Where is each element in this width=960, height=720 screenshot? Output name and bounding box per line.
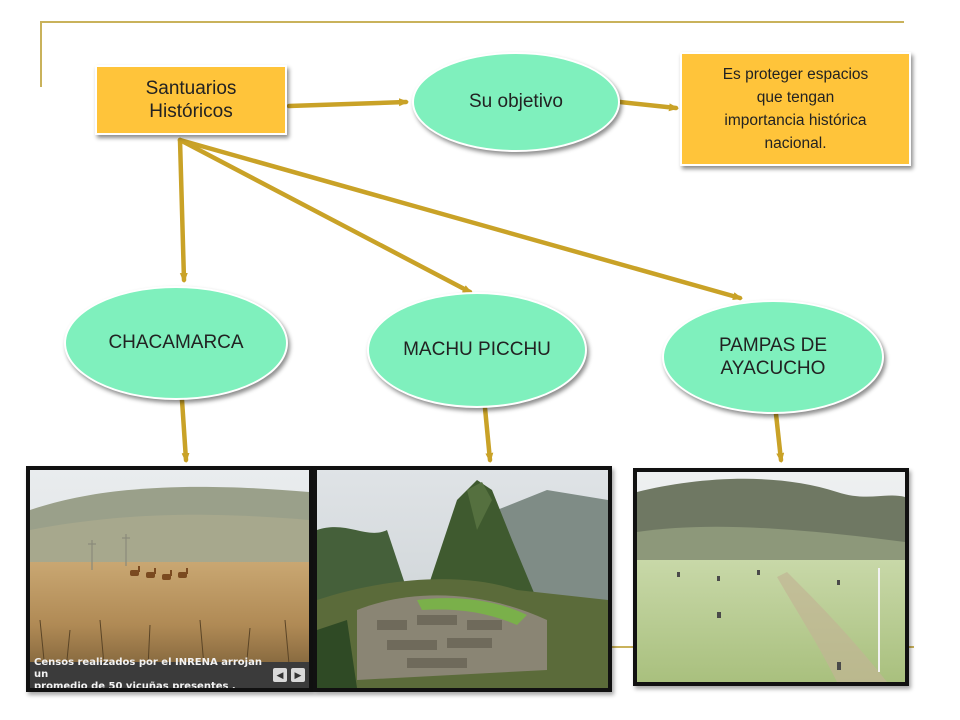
arrow-root-to-ayacucho bbox=[177, 137, 743, 301]
chacamarca-caption-line1: Censos realizados por el INRENA arrojan … bbox=[34, 657, 262, 680]
caption-prev-icon[interactable]: ◀ bbox=[273, 668, 287, 682]
node-machu-picchu: MACHU PICCHU bbox=[367, 292, 587, 408]
caption-next-icon[interactable]: ▶ bbox=[291, 668, 305, 682]
node-machu-picchu-label: MACHU PICCHU bbox=[403, 339, 551, 360]
arrow-root-to-machu-picchu bbox=[177, 137, 473, 295]
photo-chacamarca: Censos realizados por el INRENA arrojan … bbox=[26, 466, 313, 692]
chacamarca-caption-line2: promedio de 50 vicuñas presentes . bbox=[34, 681, 236, 692]
arrow-root-to-objective bbox=[286, 98, 409, 109]
arrow-ayacucho-to-photo bbox=[773, 411, 785, 463]
frame-top-line bbox=[40, 21, 904, 23]
node-definition: Es proteger espacios que tengan importan… bbox=[680, 52, 911, 166]
node-root-line2: Históricos bbox=[149, 101, 233, 122]
arrow-chacamarca-to-photo bbox=[179, 397, 190, 463]
node-su-objetivo: Su objetivo bbox=[412, 52, 620, 152]
node-chacamarca: CHACAMARCA bbox=[64, 286, 288, 400]
node-ayacucho-line2: AYACUCHO bbox=[720, 358, 826, 379]
chacamarca-landscape-image bbox=[30, 470, 309, 688]
pampas-de-ayacucho-image bbox=[637, 472, 905, 682]
chacamarca-caption: Censos realizados por el INRENA arrojan … bbox=[30, 657, 273, 692]
arrow-machu-picchu-to-photo bbox=[482, 405, 494, 463]
node-root-line1: Santuarios bbox=[145, 78, 237, 99]
arrow-objective-to-definition bbox=[617, 99, 679, 112]
definition-line4: nacional. bbox=[764, 135, 827, 152]
definition-line2: que tengan bbox=[756, 89, 835, 106]
photo-machu-picchu bbox=[313, 466, 612, 692]
photo-pampas-de-ayacucho bbox=[633, 468, 909, 686]
node-objective-label: Su objetivo bbox=[468, 91, 563, 112]
definition-line1: Es proteger espacios bbox=[722, 66, 869, 83]
node-ayacucho-line1: PAMPAS DE bbox=[718, 335, 828, 356]
frame-left-line bbox=[40, 21, 42, 87]
node-santuarios-historicos: Santuarios Históricos bbox=[95, 65, 287, 135]
machu-picchu-image bbox=[317, 470, 608, 688]
arrow-root-to-chacamarca bbox=[177, 137, 188, 283]
node-pampas-de-ayacucho: PAMPAS DE AYACUCHO bbox=[662, 300, 884, 414]
chacamarca-caption-bar: Censos realizados por el INRENA arrojan … bbox=[30, 657, 309, 688]
definition-line3: importancia histórica bbox=[724, 112, 867, 129]
node-chacamarca-label: CHACAMARCA bbox=[108, 332, 244, 353]
